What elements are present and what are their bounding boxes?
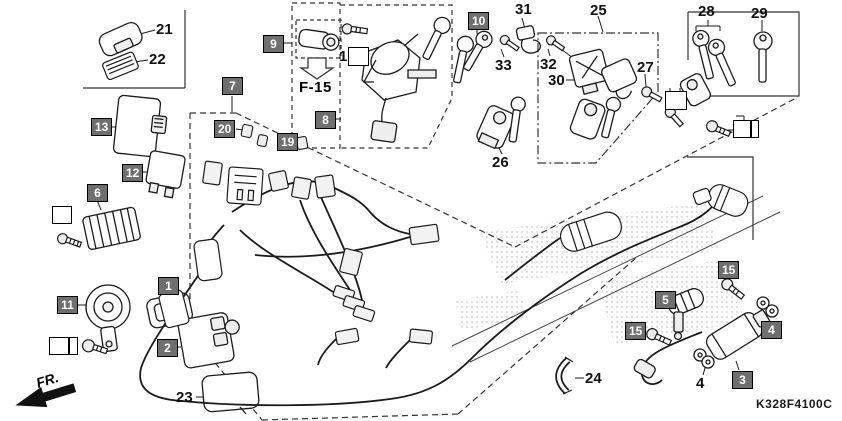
part-label-25[interactable]: 25	[590, 2, 607, 19]
grommets-4-right	[756, 296, 779, 318]
region-boundaries	[83, 2, 800, 421]
bolt-15-upper	[721, 278, 746, 300]
callout-box-divider	[750, 120, 752, 138]
part-2-cdi-unit	[177, 312, 240, 369]
part-label-13[interactable]: 13	[91, 118, 113, 136]
part-label-20[interactable]: 20	[214, 120, 236, 138]
part-label-4-plain[interactable]: 4	[696, 375, 705, 392]
part-label-10[interactable]: 10	[468, 12, 490, 30]
part-6-regulator	[82, 206, 141, 250]
part-21-cover	[98, 22, 143, 57]
part-label-7[interactable]: 7	[222, 77, 243, 95]
part-label-9[interactable]: 9	[263, 35, 284, 53]
empty-callout-box-lock-screw[interactable]	[665, 91, 687, 110]
part-label-26[interactable]: 26	[492, 154, 509, 171]
part-label-6[interactable]: 6	[87, 184, 108, 202]
bolt-15-lower	[646, 328, 673, 346]
part-27-screw	[641, 86, 663, 103]
cross-reference-note: F-15	[299, 79, 332, 96]
part-10-key	[463, 30, 493, 72]
ignition-bolt	[341, 23, 369, 35]
harness-connectors	[158, 160, 749, 346]
part-33-screw	[499, 34, 520, 52]
part-3-ignition-coil	[633, 309, 770, 385]
part-22-grid	[102, 51, 139, 81]
part-key-cylinder	[298, 28, 340, 51]
part-label-12[interactable]: 12	[122, 164, 144, 182]
part-25-lock-key	[569, 96, 622, 140]
horn-bolt	[81, 339, 109, 355]
part-label-15-lower[interactable]: 15	[625, 322, 647, 340]
part-31-clamp	[515, 25, 542, 54]
part-label-32[interactable]: 32	[540, 56, 557, 73]
part-11-horn	[85, 284, 131, 353]
empty-callout-box-regulator-bolt[interactable]	[52, 206, 72, 224]
empty-callout-box-bracket-bolt[interactable]	[733, 120, 759, 138]
regulator-bolt	[56, 233, 83, 248]
part-label-3[interactable]: 3	[732, 371, 753, 389]
hatch-lines	[451, 195, 781, 363]
part-5-condenser	[667, 288, 704, 341]
empty-callout-box-switch-bolt[interactable]	[348, 47, 369, 66]
part-label-33[interactable]: 33	[495, 57, 512, 74]
empty-callout-box-horn-bolt[interactable]	[49, 337, 78, 355]
part-label-5[interactable]: 5	[655, 291, 676, 309]
part-label-11[interactable]: 11	[57, 296, 78, 314]
part-label-1-plain[interactable]: 1	[339, 48, 348, 65]
part-label-29[interactable]: 29	[751, 5, 768, 22]
fuse-icons	[240, 123, 309, 151]
part-28-keys	[692, 29, 736, 87]
part-label-8[interactable]: 8	[315, 111, 336, 129]
callout-box-divider	[68, 337, 70, 355]
part-label-2[interactable]: 2	[157, 339, 178, 357]
fr-arrow-icon	[15, 383, 77, 408]
diagram-code: K328F4100C	[756, 397, 833, 411]
part-30-latch	[568, 48, 610, 95]
part-label-27[interactable]: 27	[637, 59, 654, 76]
part-24-band	[555, 356, 574, 395]
f15-arrow-icon	[298, 57, 336, 80]
part-13-relay	[112, 94, 168, 158]
grommets-4-bottom	[693, 348, 715, 369]
part-ignition-switch	[361, 16, 474, 143]
part-label-15-upper[interactable]: 15	[718, 261, 740, 279]
part-23-lid	[201, 371, 260, 415]
part-label-31[interactable]: 31	[515, 1, 532, 18]
part-label-30[interactable]: 30	[548, 72, 565, 89]
part-12-relay	[145, 150, 186, 199]
part-label-22[interactable]: 22	[149, 51, 166, 68]
part-32-screw	[545, 35, 566, 52]
part-label-21[interactable]: 21	[156, 21, 173, 38]
part-label-23[interactable]: 23	[176, 389, 193, 406]
part-label-28[interactable]: 28	[698, 3, 715, 20]
bracket-bolt-part	[706, 120, 732, 137]
part-label-24[interactable]: 24	[585, 370, 602, 387]
part-25-latch	[601, 58, 638, 100]
part-26-lock-key	[476, 96, 526, 150]
part-29-key	[753, 31, 773, 83]
part-label-1-gray[interactable]: 1	[158, 277, 179, 295]
part-label-4-gray[interactable]: 4	[761, 321, 782, 339]
part-label-19[interactable]: 19	[277, 133, 299, 151]
